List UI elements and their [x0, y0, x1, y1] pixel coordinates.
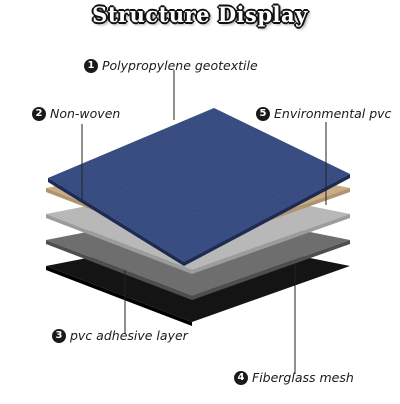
label-polypropylene-geotextile: 1 Polypropylene geotextile [84, 58, 258, 73]
label-environmental-pvc: 5 Environmental pvc [256, 106, 391, 121]
label-text: Fiberglass mesh [252, 370, 354, 385]
label-text: Environmental pvc [274, 106, 392, 121]
number-badge: 3 [52, 328, 66, 343]
carpet-texture [48, 108, 350, 262]
number-badge: 4 [234, 370, 248, 385]
number-badge: 2 [32, 106, 46, 121]
label-pvc-adhesive-layer: 3 pvc adhesive layer [52, 328, 188, 343]
diagram-title: Structure Display [92, 2, 308, 27]
number-badge: 1 [84, 58, 98, 73]
label-text: Polypropylene geotextile [102, 58, 258, 73]
number-badge: 5 [256, 106, 270, 121]
black-layer-edge [46, 266, 192, 326]
label-non-woven: 2 Non-woven [32, 106, 120, 121]
label-text: Non-woven [50, 106, 121, 121]
label-text: pvc adhesive layer [70, 328, 188, 343]
label-fiberglass-mesh: 4 Fiberglass mesh [234, 370, 354, 385]
